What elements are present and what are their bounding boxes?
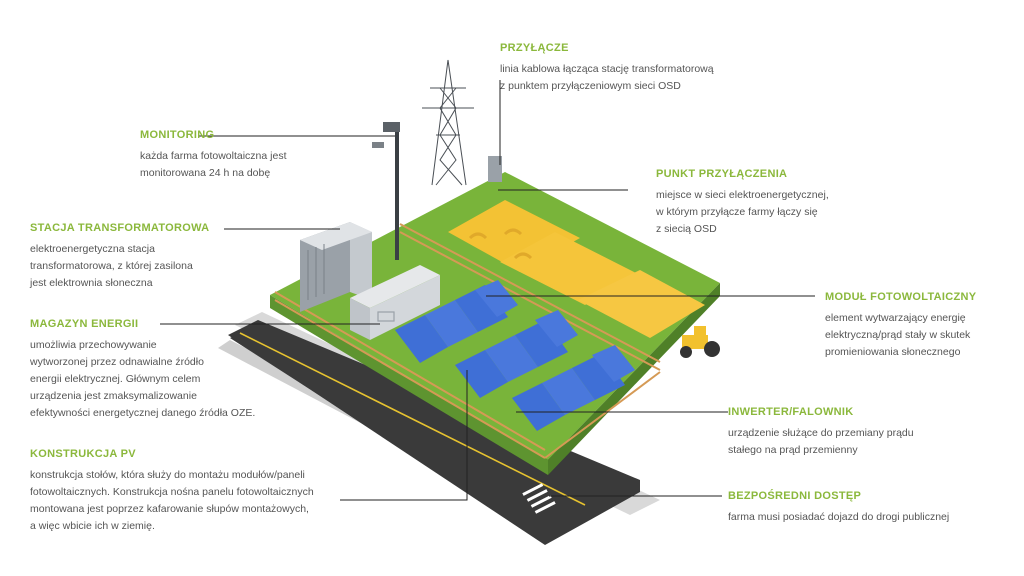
label-konstrukcja-title: KONSTRUKCJA PV xyxy=(30,448,136,460)
solar-panel xyxy=(512,383,565,431)
label-konstrukcja: KONSTRUKCJA PV konstrukcja stołów, która… xyxy=(30,448,314,535)
label-magazyn-title: MAGAZYN ENERGII xyxy=(30,318,139,330)
camera-icon xyxy=(383,122,400,132)
label-punkt-title: PUNKT PRZYŁĄCZENIA xyxy=(656,168,788,180)
label-monitoring-desc: każda farma fotowoltaiczna jest monitoro… xyxy=(140,150,287,179)
leader-lines xyxy=(160,80,815,501)
label-przylacze-desc: linia kablowa łącząca stację transformat… xyxy=(500,63,714,92)
label-konstrukcja-desc: konstrukcja stołów, która służy do monta… xyxy=(30,469,314,532)
road-center-line xyxy=(239,332,586,506)
field-arches xyxy=(468,228,533,260)
solar-panel xyxy=(425,300,478,347)
label-inwerter: INWERTER/FALOWNIK urządzenie służące do … xyxy=(728,406,914,459)
yellow-field-2 xyxy=(500,232,640,305)
label-magazyn: MAGAZYN ENERGII umożliwia przechowywanie… xyxy=(30,318,255,422)
energy-storage-side xyxy=(370,275,440,340)
solar-panel xyxy=(395,315,448,363)
label-dostep: BEZPOŚREDNI DOSTĘP farma musi posiadać d… xyxy=(728,490,949,526)
solar-panel xyxy=(475,280,518,317)
solar-panels xyxy=(395,280,635,431)
battery-icon xyxy=(377,311,395,322)
transmission-tower xyxy=(422,59,474,186)
camera-lens xyxy=(372,142,384,148)
tractor-icon xyxy=(680,326,720,358)
label-monitoring-title: MONITORING xyxy=(140,129,215,141)
grass-side-left xyxy=(270,295,548,475)
solar-panel xyxy=(572,353,625,400)
solar-panel xyxy=(515,320,568,367)
solar-panel xyxy=(535,310,578,347)
label-inwerter-title: INWERTER/FALOWNIK xyxy=(728,406,854,418)
solar-panel xyxy=(592,345,635,382)
energy-storage-top xyxy=(350,265,440,308)
energy-storage-front xyxy=(350,298,370,340)
label-magazyn-desc: umożliwia przechowywanie wytworzonej prz… xyxy=(30,339,256,419)
fence xyxy=(274,223,661,459)
connection-point-box xyxy=(488,156,502,182)
label-inwerter-desc: urządzenie służące do przemiany prądu st… xyxy=(728,427,914,456)
label-stacja-desc: elektroenergetyczna stacja transformator… xyxy=(30,243,193,289)
label-dostep-desc: farma musi posiadać dojazd do drogi publ… xyxy=(728,511,950,523)
label-monitoring: MONITORING każda farma fotowoltaiczna je… xyxy=(140,129,287,182)
solar-panel xyxy=(455,350,508,398)
label-modul-title: MODUŁ FOTOWOLTAICZNY xyxy=(825,291,977,303)
label-przylacze: PRZYŁĄCZE linia kablowa łącząca stację t… xyxy=(500,42,714,95)
label-stacja: STACJA TRANSFORMATOROWA elektroenergetyc… xyxy=(30,222,209,292)
grass-side-right xyxy=(548,283,720,475)
transformer-vents xyxy=(307,244,325,300)
label-stacja-title: STACJA TRANSFORMATOROWA xyxy=(30,222,210,234)
label-przylacze-title: PRZYŁĄCZE xyxy=(500,42,569,54)
label-modul-desc: element wytwarzający energię elektryczną… xyxy=(825,312,971,358)
transformer-station-side xyxy=(350,222,372,300)
yellow-field-3 xyxy=(578,270,705,338)
transformer-station-top xyxy=(300,222,372,250)
label-punkt-desc: miejsce w sieci elektroenergetycznej, w … xyxy=(656,189,829,235)
solar-panel xyxy=(455,285,508,332)
label-modul: MODUŁ FOTOWOLTAICZNY element wytwarzając… xyxy=(825,291,976,361)
crosswalk xyxy=(522,483,556,514)
solar-panel xyxy=(542,368,595,415)
label-dostep-title: BEZPOŚREDNI DOSTĘP xyxy=(728,490,862,502)
label-punkt: PUNKT PRZYŁĄCZENIA miejsce w sieci elekt… xyxy=(656,168,829,238)
solar-panel xyxy=(485,335,538,382)
